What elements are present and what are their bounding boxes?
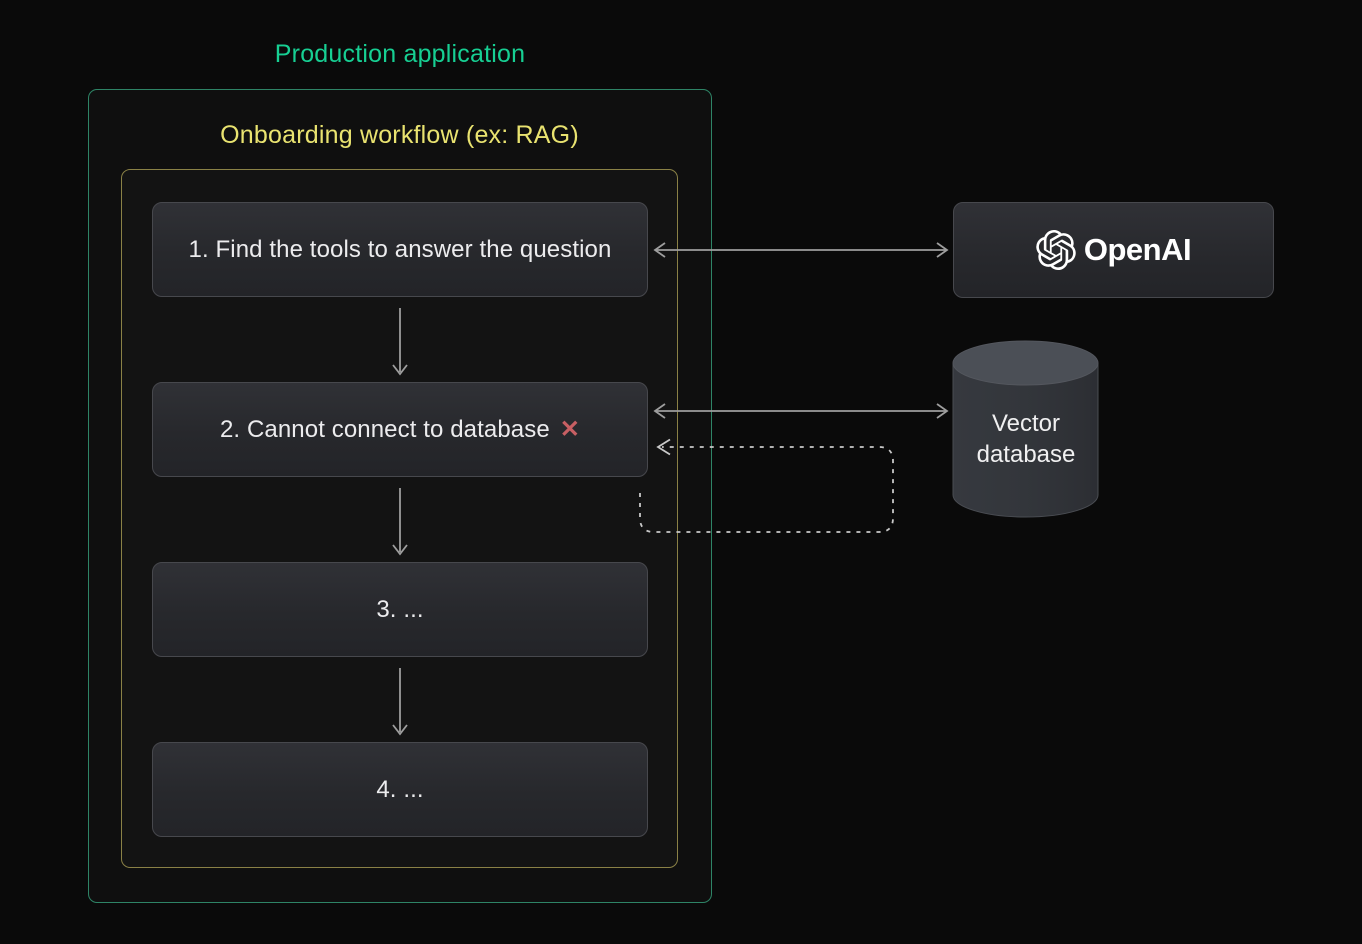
step-3-label: 3. ... (376, 595, 424, 623)
step-2-node: 2. Cannot connect to database ✕ (152, 382, 648, 477)
vector-database-label-line2: database (976, 441, 1076, 468)
vector-database-label-line1: Vector (991, 410, 1061, 437)
production-application-title: Production application (274, 40, 526, 68)
openai-node: OpenAI (953, 202, 1274, 298)
step-2-label: 2. Cannot connect to database (219, 415, 550, 443)
onboarding-workflow-title: Onboarding workflow (ex: RAG) (220, 121, 579, 149)
step-3-node: 3. ... (152, 562, 648, 657)
vector-database-label: Vector database (953, 408, 1099, 470)
step-4-label: 4. ... (376, 775, 424, 803)
error-x-icon: ✕ (559, 415, 581, 443)
step-1-label: 1. Find the tools to answer the question (188, 235, 612, 263)
step-4-node: 4. ... (152, 742, 648, 837)
openai-logo-icon (1036, 230, 1076, 270)
openai-label: OpenAI (1083, 232, 1192, 267)
step-1-node: 1. Find the tools to answer the question (152, 202, 648, 297)
